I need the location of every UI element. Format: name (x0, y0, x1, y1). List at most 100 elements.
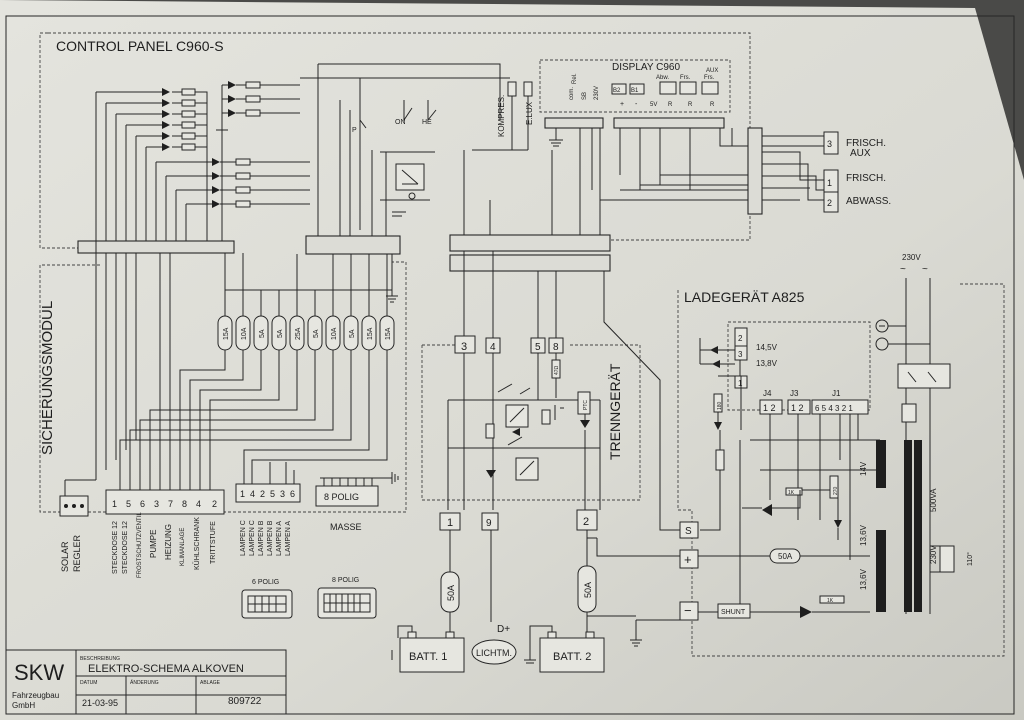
display-label-aux: AUX (706, 68, 718, 74)
j3-pins: 1 2 (791, 403, 804, 413)
terminal-s-label: S (685, 526, 692, 537)
lamp-pin-4: 4 (250, 489, 255, 499)
mains-switch (897, 363, 951, 389)
mains-tilde-2: ~ (922, 264, 928, 275)
battery-2 (539, 637, 605, 673)
v230-label: 230V (929, 545, 938, 564)
consumer-label-8: TRITTSTUFE (210, 521, 217, 564)
tank-pin-2: 2 (827, 198, 832, 208)
display-label-r1: R (668, 102, 673, 108)
fuse-50a-charger (769, 548, 801, 564)
fuse-label-10: 15A (385, 327, 392, 340)
display-c960: DISPLAY C960 com. Rel. SB 230V Abw. Frs.… (539, 59, 750, 200)
elux-label: E.LUX (525, 101, 534, 125)
solar-label-1: SOLAR (60, 541, 70, 572)
consumer-pin-2: 2 (212, 499, 217, 509)
lamp-pin-3: 3 (280, 489, 285, 499)
j4-label: J4 (763, 389, 772, 398)
consumer-label-4: PUMPE (149, 530, 158, 558)
lamp-label-6: LAMPEN A (285, 521, 292, 556)
terminal-1: 1 (447, 517, 453, 529)
fuse-50a-batt1 (440, 571, 460, 613)
ablage-label: ABLAGE (200, 680, 221, 686)
switch-group: ON HE P (300, 63, 510, 240)
mains-230v-label: 230V (902, 253, 921, 262)
lichtmaschine-label: LICHTM. (476, 648, 512, 658)
consumer-pin-7: 7 (168, 499, 173, 509)
v136a-label: 13,6V (859, 524, 868, 546)
j1-pins: 6 5 4 3 2 1 (815, 404, 853, 413)
fuse-label-5: 25A (295, 327, 302, 340)
display-label-r3: R (710, 102, 715, 108)
consumer-connector (105, 489, 225, 515)
battery-1-label: BATT. 1 (409, 651, 447, 663)
masse-connector (315, 485, 379, 507)
bus-connector-right-2 (449, 254, 611, 272)
terminal-minus-label: − (684, 603, 692, 618)
display-label-com: com. (569, 87, 575, 100)
connector-j4 (759, 399, 783, 415)
lamp-label-3: LAMPEN B (258, 520, 265, 556)
ladegeraet-section: LADEGERÄT A825 230V ~ ~ 2 3 1 14,5V 13,8… (586, 253, 1005, 657)
terminal-8: 8 (553, 342, 559, 353)
v14-label: 14V (859, 461, 868, 476)
led-group-top (216, 81, 300, 131)
tank-pin-1: 1 (827, 178, 832, 188)
display-label-rel: Rel. (572, 73, 578, 84)
j3-label: J3 (790, 389, 799, 398)
resistor-1k-a: 1K (788, 490, 795, 496)
consumer-label-3: FROSTSCHUTZVENTIL (137, 512, 143, 578)
consumer-label-5: HEIZUNG (164, 524, 173, 560)
lamp-pin-6: 6 (290, 489, 295, 499)
abwass-label: ABWASS. (846, 196, 891, 207)
control-panel-title: CONTROL PANEL C960-S (56, 38, 224, 54)
battery-section: 50A 50A BATT. 1 LICHTM. D+ BATT. 2 (391, 530, 605, 673)
terminal-4: 4 (490, 342, 496, 353)
consumer-pin-8: 8 (182, 499, 187, 509)
battery-2-label: BATT. 2 (553, 651, 591, 663)
display-label-abw: Abw. (656, 75, 669, 81)
lamp-label-4: LAMPEN B (267, 520, 274, 556)
va-label: 500VA (929, 488, 938, 512)
bus-connector-right-1 (449, 234, 611, 252)
lamp-label-5: LAMPEN A (276, 521, 283, 556)
fuse-50a-charger-label: 50A (778, 552, 793, 561)
switch-he-label: HE (422, 119, 432, 126)
lichtmaschine (471, 639, 517, 665)
shunt-label: SHUNT (721, 609, 746, 616)
resistor-270: 270 (833, 486, 839, 495)
consumer-pin-3: 3 (154, 499, 159, 509)
ladegeraet-title: LADEGERÄT A825 (684, 289, 805, 305)
terminal-9: 9 (486, 518, 492, 529)
consumer-pin-4: 4 (196, 499, 201, 509)
fuse-label-6: 5A (313, 329, 320, 338)
consumer-pin-5: 5 (126, 499, 131, 509)
display-label-b1: B1 (631, 88, 639, 94)
date: 21-03-95 (82, 698, 118, 708)
consumer-pin-6: 6 (140, 499, 145, 509)
display-label-plus: + (620, 101, 624, 108)
ptc-label: PTC (583, 400, 589, 410)
tank-pin-3: 3 (827, 139, 832, 149)
j1-label: J1 (832, 389, 841, 398)
display-label-r2: R (688, 102, 693, 108)
lader-pin-3: 3 (738, 350, 743, 359)
lamp-pin-1: 1 (240, 489, 245, 499)
terminal-plus-label: + (684, 552, 692, 567)
shunt (717, 603, 751, 619)
bus-connector-middle (305, 235, 401, 255)
display-label-minus: - (635, 101, 638, 108)
sicherungsmodul-section: SICHERUNGSMODUL 15A 10A 5A 5A 25A 5A 10A… (39, 253, 407, 619)
aenderung-label: ÄNDERUNG (130, 679, 159, 686)
company-logo: SKW (14, 660, 64, 685)
v136b-label: 13,6V (859, 568, 868, 590)
frisch-label: FRISCH. (846, 173, 886, 184)
display-label-frs: Frs. (680, 75, 691, 81)
fuse-50a-batt2-label: 50A (583, 582, 593, 598)
lamp-label-1: LAMPEN C (240, 520, 247, 556)
display-label-frs2: Frs. (704, 75, 715, 81)
trenngeraet-section: TRENNGERÄT 3 4 5 8 47Ω PTC 1 9 2 (421, 251, 641, 531)
v138-label: 13,8V (756, 359, 778, 368)
consumer-label-1: STECKDOSE 12 (112, 521, 119, 574)
terminal-2: 2 (583, 516, 589, 528)
